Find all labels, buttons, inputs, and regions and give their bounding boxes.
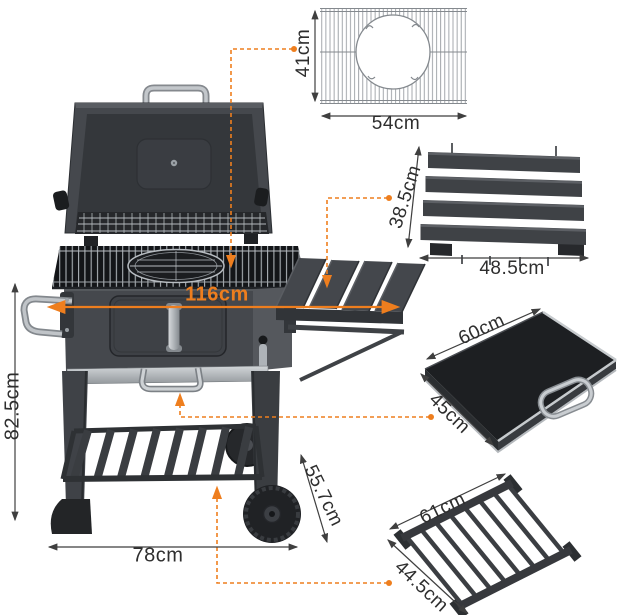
connector-lines xyxy=(174,48,430,584)
grill-body xyxy=(64,287,292,374)
connector-rack xyxy=(211,485,388,584)
dimension-lines xyxy=(11,9,590,614)
left-foot xyxy=(50,499,92,534)
front-wheel xyxy=(243,485,301,543)
cooking-grate-surface xyxy=(52,246,306,290)
left-leg xyxy=(62,371,88,506)
dim-line-grill-depth xyxy=(299,453,329,544)
dim-line-shelf-depth xyxy=(405,145,422,249)
dim-label-grill-height: 82.5cm xyxy=(1,371,24,441)
connector-grate xyxy=(225,48,293,269)
grate-hooks xyxy=(365,23,420,81)
dim-label-grill-overall-width: 116cm xyxy=(185,283,249,306)
dim-line-rack-width xyxy=(388,473,507,530)
connector-tray xyxy=(174,392,430,418)
cooking-grate-figure xyxy=(320,8,467,104)
dim-label-grill-base-width: 78cm xyxy=(132,544,184,567)
dim-line-tray-width xyxy=(425,308,542,360)
grill-figure xyxy=(20,84,426,543)
round-grate-insert xyxy=(127,248,225,284)
dim-line-tray-depth xyxy=(420,373,494,446)
dim-label-shelf-width: 48.5cm xyxy=(479,258,545,279)
bottom-shelf xyxy=(60,423,265,482)
lid-lock-right xyxy=(254,187,269,207)
right-leg xyxy=(251,371,280,508)
tray-handle xyxy=(537,376,595,420)
dim-label-grate-width: 54cm xyxy=(371,113,421,134)
ash-drawer xyxy=(66,365,269,393)
grill-lid xyxy=(53,102,273,246)
dim-line-rack-depth xyxy=(387,539,468,614)
side-shelf-figure xyxy=(420,143,587,266)
warming-rack xyxy=(75,212,269,234)
side-handle xyxy=(20,292,74,338)
dim-label-grate-height: 41cm xyxy=(293,28,314,78)
lid-lock-left xyxy=(53,190,70,211)
connector-side-shelf xyxy=(321,197,388,289)
side-shelf xyxy=(275,257,426,382)
grill-lid-handle-icon xyxy=(142,84,210,103)
